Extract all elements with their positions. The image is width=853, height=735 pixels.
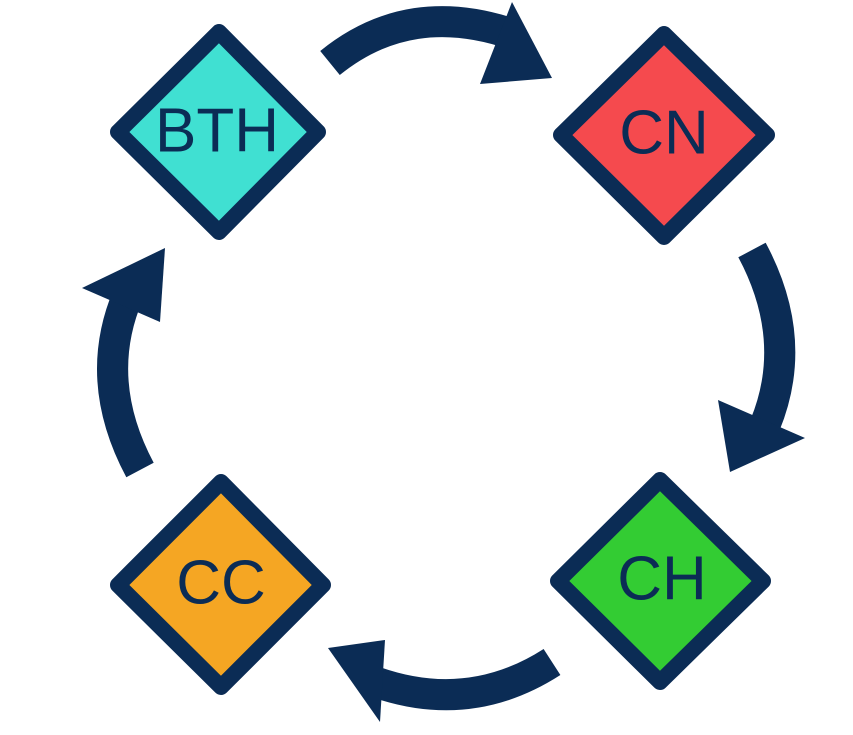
diamond-shape <box>110 474 331 695</box>
node-ch: CH <box>550 472 771 690</box>
arrow-shaft <box>738 242 796 431</box>
arrow-head <box>480 2 552 84</box>
arrow-bth-to-cn <box>320 2 552 84</box>
arrow-ch-to-cc <box>328 640 561 722</box>
diamond-shape <box>553 26 775 245</box>
node-label: CC <box>176 548 266 617</box>
diamond-shape <box>550 472 771 690</box>
diamond-shape <box>110 24 326 240</box>
node-label: BTH <box>155 96 279 165</box>
arrow-head <box>718 400 805 472</box>
node-label: CN <box>619 98 709 167</box>
arrow-head <box>82 248 165 322</box>
node-bth: BTH <box>110 24 326 240</box>
arrow-head <box>328 640 385 722</box>
arrow-cn-to-ch <box>718 242 805 472</box>
arrow-shaft <box>320 6 521 76</box>
node-cc: CC <box>110 474 331 695</box>
arrow-shaft <box>97 288 154 478</box>
arrow-cc-to-bth <box>82 248 165 478</box>
arrow-shaft <box>359 648 561 711</box>
node-label: CH <box>617 544 707 613</box>
node-cn: CN <box>553 26 775 245</box>
